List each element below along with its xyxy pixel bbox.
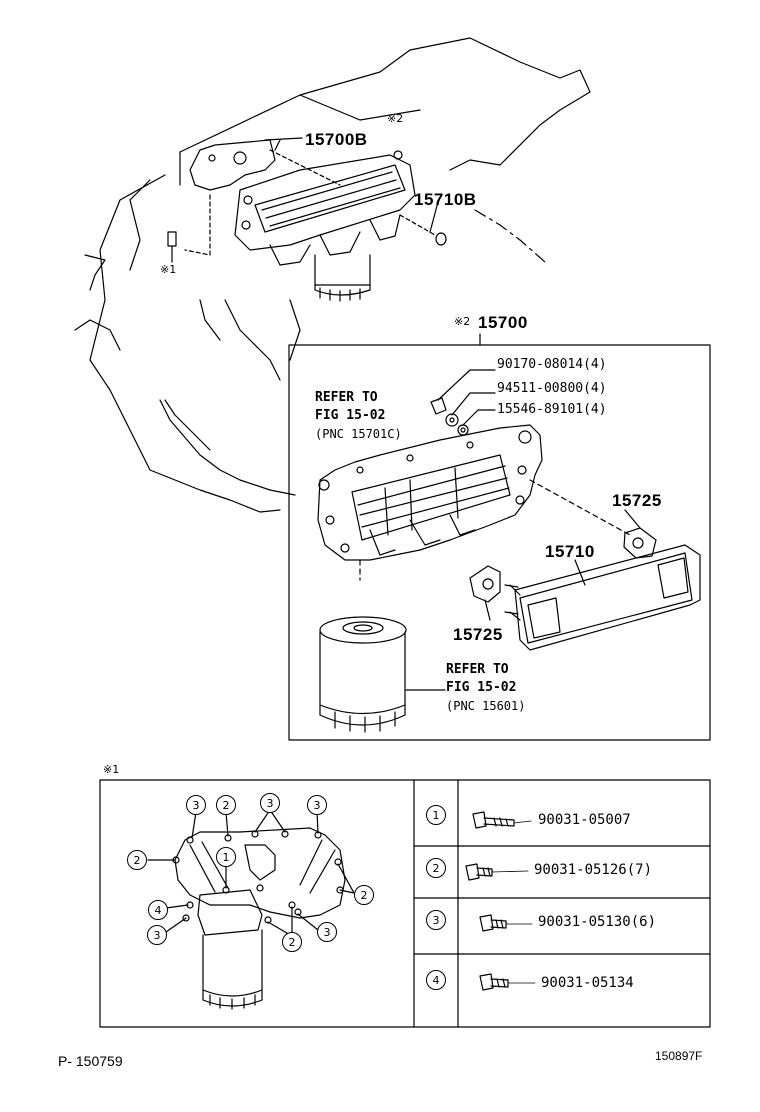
top-oil-cooler-assembly: [167, 137, 447, 302]
refer2-line1: REFER TO: [446, 662, 509, 677]
label-15725-upper: 15725: [612, 491, 662, 510]
page-ref-left: P- 150759: [58, 1053, 123, 1069]
legend-num-3: 3: [426, 910, 446, 930]
legend-num-2: 2: [426, 858, 446, 878]
callout-3: 3: [147, 925, 167, 945]
refer1-line1: REFER TO: [315, 390, 378, 405]
bolt-location-drawing: [147, 809, 355, 1010]
bolt-location-frame: [99, 779, 711, 1028]
callout-2: 2: [127, 850, 147, 870]
callout-2: 2: [282, 932, 302, 952]
cooler-element-15710: [504, 544, 701, 651]
part-15546-89101: 15546-89101(4): [497, 402, 607, 417]
callout-3: 3: [186, 795, 206, 815]
callout-3: 3: [317, 922, 337, 942]
fasteners-top: [430, 369, 496, 436]
legend-bolt-icons: [465, 811, 536, 991]
callout-2: 2: [216, 795, 236, 815]
gasket-15725-upper: [529, 479, 657, 559]
label-15725-lower: 15725: [453, 625, 503, 644]
part-94511-00800: 94511-00800(4): [497, 381, 607, 396]
oil-cooler-body: [317, 424, 543, 581]
legend-part-2: 90031-05126(7): [534, 862, 653, 878]
callout-3: 3: [260, 793, 280, 813]
oil-filter: [319, 616, 446, 733]
figure-ref-right: 150897F: [655, 1049, 703, 1063]
label-15710: 15710: [545, 542, 595, 561]
box-title-15700: 15700: [478, 313, 528, 332]
legend-part-3: 90031-05130(6): [538, 914, 657, 930]
refer2-line2: FIG 15-02: [446, 680, 517, 695]
callout-3: 3: [307, 795, 327, 815]
callout-2: 2: [354, 885, 374, 905]
note-mark-1-top: ※1: [160, 263, 177, 276]
callout-1: 1: [216, 847, 236, 867]
label-15710B: 15710B: [414, 190, 477, 209]
legend-num-4: 4: [426, 970, 446, 990]
gasket-15725-lower: [469, 565, 501, 621]
refer1-line3: (PNC 15701C): [315, 427, 402, 441]
callout-4: 4: [148, 900, 168, 920]
refer2-line3: (PNC 15601): [446, 699, 526, 713]
legend-num-1: 1: [426, 805, 446, 825]
box-title-mark: ※2: [454, 315, 471, 328]
refer1-line2: FIG 15-02: [315, 408, 386, 423]
legend-part-1: 90031-05007: [538, 812, 631, 828]
part-90170-08014: 90170-08014(4): [497, 357, 607, 372]
legend-part-4: 90031-05134: [541, 975, 634, 991]
engine-block-outline: [74, 37, 591, 513]
label-15700B: 15700B: [305, 130, 368, 149]
note-mark-1-lower: ※1: [103, 763, 120, 776]
assembly-15700-frame: [288, 333, 711, 741]
note-mark-2-top: ※2: [387, 112, 404, 125]
